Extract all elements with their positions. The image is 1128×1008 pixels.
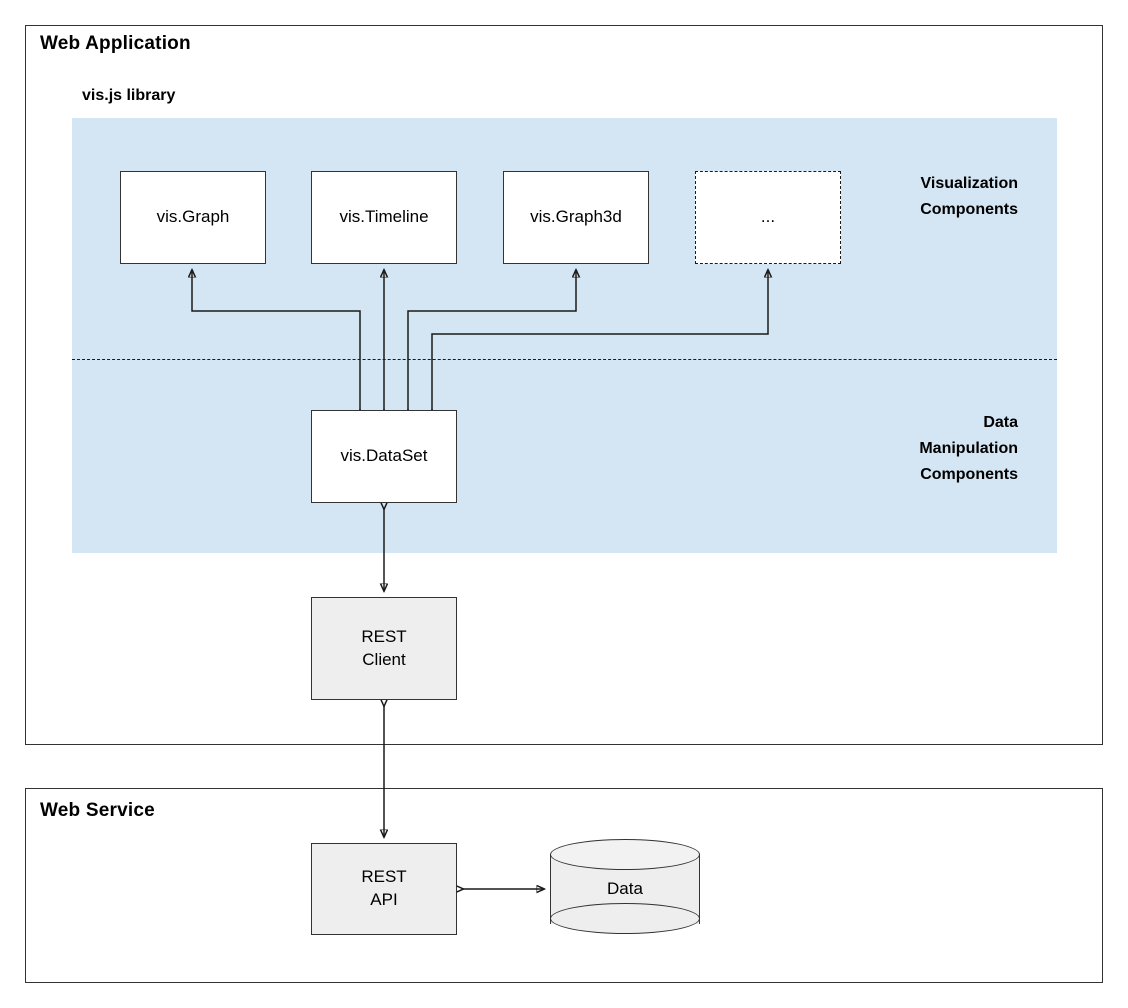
node-rest-api[interactable]: REST API [311, 843, 457, 935]
node-data-store[interactable]: Data [550, 839, 700, 935]
caption-data-manipulation-components: Data Manipulation Components [919, 414, 1018, 483]
container-web-service [25, 788, 1103, 983]
cylinder-top-ellipse [550, 839, 700, 870]
node-vis-dataset[interactable]: vis.DataSet [311, 410, 457, 503]
library-title: vis.js library [82, 87, 176, 104]
layer-divider [72, 359, 1057, 360]
node-vis-graph[interactable]: vis.Graph [120, 171, 266, 264]
node-more-components[interactable]: ... [695, 171, 841, 264]
caption-visualization-components: Visualization Components [920, 175, 1018, 218]
node-vis-timeline[interactable]: vis.Timeline [311, 171, 457, 264]
container-web-application [25, 25, 1103, 745]
cylinder-bottom-ellipse [550, 903, 700, 934]
node-vis-graph3d[interactable]: vis.Graph3d [503, 171, 649, 264]
container-web-service-title: Web Service [40, 800, 155, 821]
node-data-store-label: Data [607, 879, 643, 898]
container-web-application-title: Web Application [40, 33, 191, 54]
node-rest-client[interactable]: REST Client [311, 597, 457, 700]
